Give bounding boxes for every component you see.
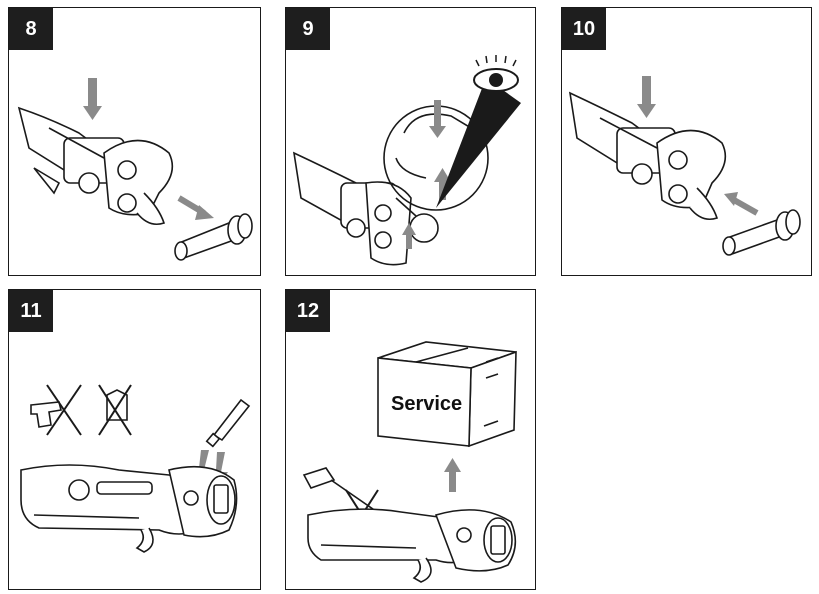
screwdriver-icon [302, 467, 397, 526]
step-panel-10: 10 [561, 7, 812, 276]
step-number-badge: 12 [286, 290, 330, 332]
press-tool-illustration [568, 76, 801, 256]
lubricant-tube-icon [205, 398, 251, 448]
crossed-out-icon [98, 384, 132, 436]
lubrication-illustration [20, 384, 251, 553]
step-number-badge: 11 [9, 290, 53, 332]
service-box-icon [377, 341, 517, 448]
eye-icon [436, 55, 521, 208]
press-tool-icon [292, 151, 412, 266]
right-arrow-icon [177, 195, 214, 220]
up-arrow-icon [402, 168, 451, 249]
down-arrow-icon [429, 100, 446, 138]
down-arrow-icon [637, 76, 656, 118]
service-illustration: Service [302, 341, 517, 583]
pipe-fitting-icon [722, 209, 801, 256]
inspection-illustration [292, 55, 521, 266]
up-arrow-icon [444, 458, 461, 492]
step-number-badge: 10 [562, 8, 606, 50]
step-panel-8: 8 [8, 7, 261, 276]
step-panel-9: 9 [285, 7, 536, 276]
press-tool-illustration [17, 78, 253, 261]
down-arrow-icon [83, 78, 102, 120]
press-tool-icon [307, 508, 517, 583]
step-panel-12: 12 Service [285, 289, 536, 590]
step-panel-11: 11 [8, 289, 261, 590]
pipe-fitting-icon [174, 213, 253, 261]
crossed-out-icon [30, 384, 82, 436]
service-box-label: Service [391, 393, 462, 415]
step-number-badge: 9 [286, 8, 330, 50]
press-tool-icon [568, 91, 727, 221]
step-number-badge: 8 [9, 8, 53, 50]
left-arrow-icon [724, 192, 759, 216]
press-tool-icon [17, 106, 174, 226]
press-tool-icon [20, 464, 238, 553]
